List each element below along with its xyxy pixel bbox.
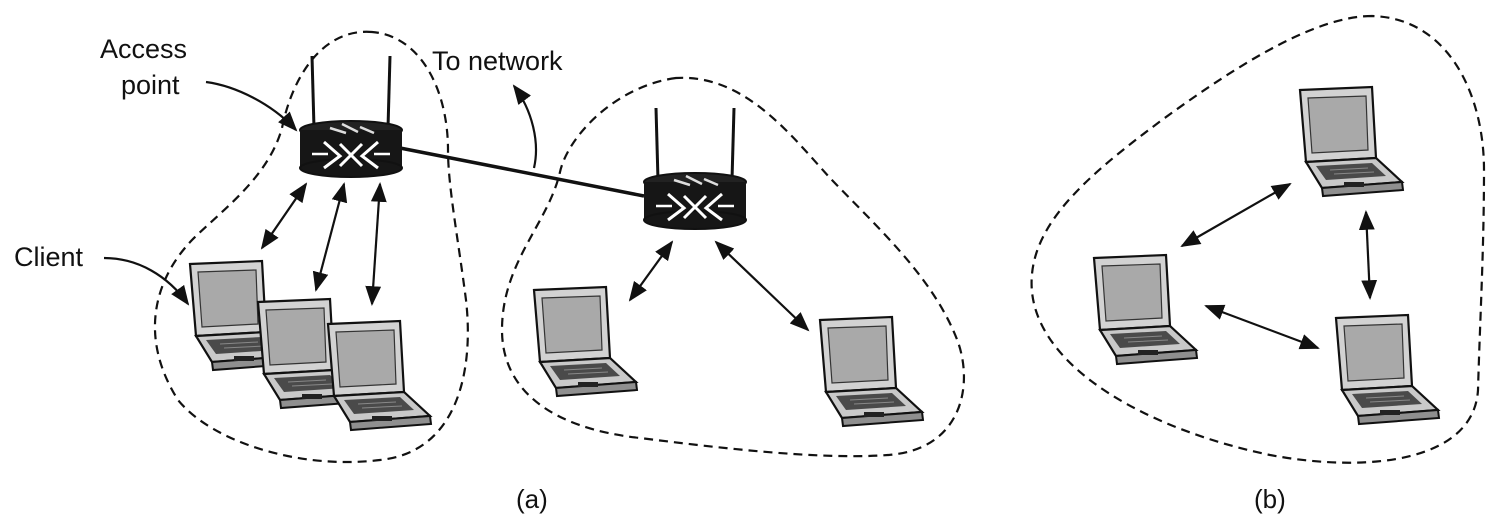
wireless-links: [260, 182, 1378, 350]
client-pointer: [103, 256, 190, 306]
access-point-label-line1: Access: [100, 34, 187, 64]
coverage-region-right: [500, 76, 965, 458]
caption-a: (a): [516, 484, 548, 514]
access-point-left: [298, 54, 404, 179]
laptop-adhoc-right: [1334, 313, 1441, 426]
access-point-label-line2: point: [121, 70, 180, 100]
arrow-adhoc-left-right: [1204, 304, 1320, 350]
laptop-adhoc-top: [1298, 85, 1405, 198]
laptop-client-5: [818, 315, 925, 428]
laptop-client-3: [326, 319, 433, 432]
arrow-ap2-client4: [628, 240, 674, 302]
arrow-ap1-client3: [365, 182, 387, 306]
arrow-adhoc-top-left: [1180, 183, 1292, 247]
laptop-adhoc-left: [1092, 253, 1199, 366]
arrow-ap1-client2: [312, 182, 348, 292]
caption-b: (b): [1254, 484, 1286, 514]
access-point-right: [642, 106, 748, 231]
access-point-pointer: [205, 80, 298, 132]
coverage-region-adhoc: [1030, 14, 1486, 464]
laptop-client-4: [532, 285, 639, 398]
client-label: Client: [14, 242, 84, 272]
to-network-pointer: [512, 84, 538, 169]
to-network-label: To network: [432, 46, 563, 76]
arrow-adhoc-top-right: [1358, 210, 1378, 300]
wired-link: [399, 146, 645, 198]
coverage-region-left: [153, 30, 469, 464]
arrow-ap1-client1: [260, 182, 308, 250]
arrow-ap2-client5: [714, 240, 810, 332]
